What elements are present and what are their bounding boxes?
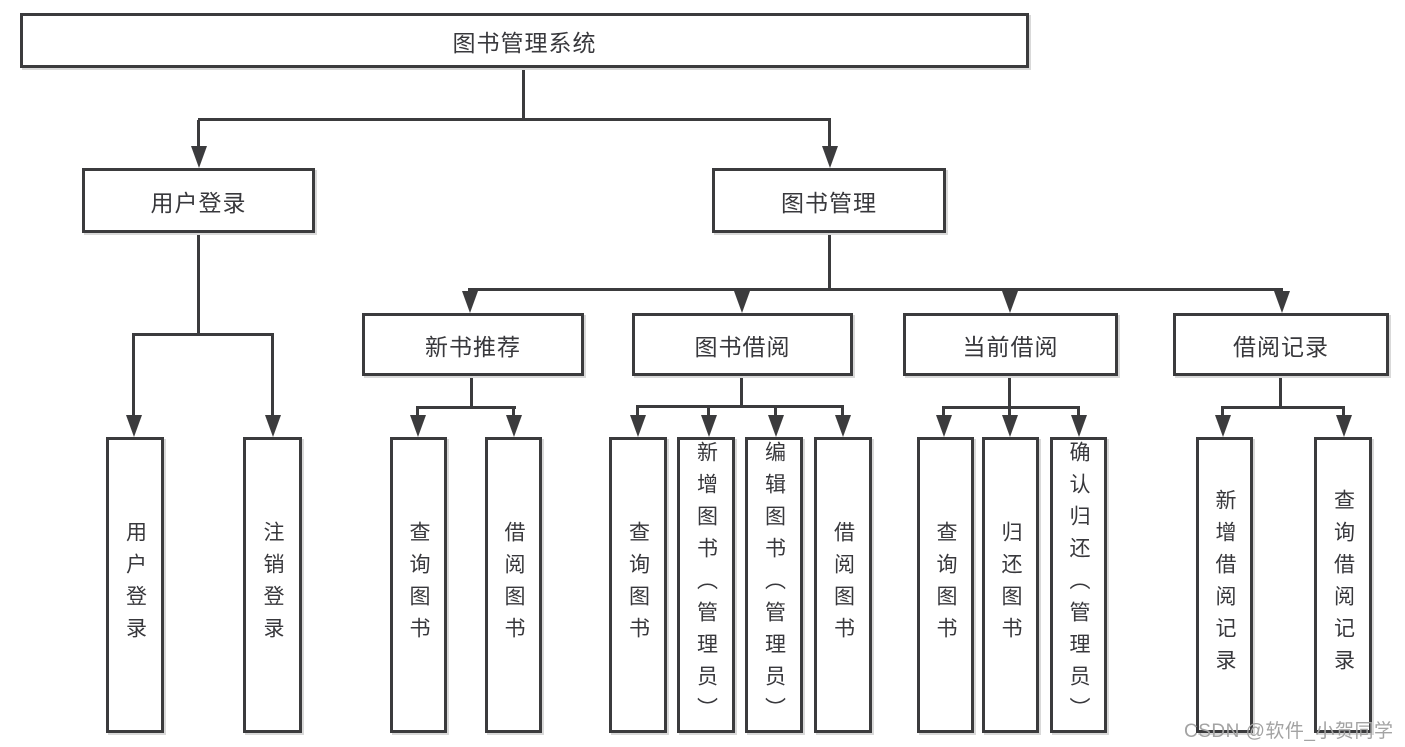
connector-line (512, 408, 515, 420)
connector-line (132, 335, 135, 423)
connector-line (841, 407, 844, 419)
node-query-book-1: 查询图书 (390, 437, 447, 733)
arrowhead-icon (191, 146, 207, 168)
node-new-book-recommend: 新书推荐 (362, 313, 584, 376)
csdn-watermark: CSDN @软件_小贺同学 (1184, 721, 1394, 742)
connector-line (271, 335, 274, 423)
node-label-add-borrow-record: 新增借阅记录 (1213, 489, 1236, 681)
node-add-borrow-record: 新增借阅记录 (1196, 437, 1253, 733)
node-label-user-login-leaf: 用户登录 (123, 521, 147, 649)
node-label-add-book: 新增图书（管理员） (694, 441, 718, 729)
node-label-logout-leaf: 注销登录 (261, 521, 284, 649)
node-current-borrow: 当前借阅 (903, 313, 1118, 376)
arrowhead-icon (1215, 415, 1231, 437)
arrowhead-icon (1336, 415, 1352, 437)
connector-line (828, 120, 831, 150)
node-label-borrow-records: 借阅记录 (1233, 333, 1329, 360)
node-label-user-login: 用户登录 (150, 189, 247, 216)
arrowhead-icon (1002, 415, 1018, 437)
connector-line (1008, 376, 1011, 409)
node-query-book-3: 查询图书 (917, 437, 974, 733)
arrowhead-icon (506, 415, 522, 437)
connector-line (740, 376, 743, 408)
node-label-book-mgmt: 图书管理 (781, 189, 877, 216)
connector-line (942, 408, 945, 420)
arrowhead-icon (936, 415, 952, 437)
connector-line (1221, 406, 1345, 409)
node-query-book-2: 查询图书 (609, 437, 667, 733)
node-user-login: 用户登录 (82, 168, 315, 233)
node-label-confirm-return: 确认归还（管理员） (1067, 441, 1090, 729)
node-borrow-book-2: 借阅图书 (814, 437, 872, 733)
arrowhead-icon (701, 415, 717, 437)
arrowhead-icon (1071, 415, 1087, 437)
arrowhead-icon (835, 415, 851, 437)
connector-line (942, 406, 1080, 409)
node-return-book: 归还图书 (982, 437, 1039, 733)
node-label-book-borrow: 图书借阅 (694, 333, 791, 360)
node-label-query-book-2: 查询图书 (626, 521, 650, 649)
connector-line (470, 376, 473, 409)
connector-line (198, 118, 831, 121)
arrowhead-icon (1002, 291, 1018, 313)
node-label-current-borrow: 当前借阅 (962, 333, 1059, 360)
connector-line (636, 407, 639, 419)
node-label-root: 图书管理系统 (452, 29, 597, 56)
arrowhead-icon (126, 415, 142, 437)
connector-line (1221, 408, 1224, 420)
node-label-query-book-3: 查询图书 (934, 521, 957, 649)
connector-line (828, 233, 831, 290)
connector-line (416, 406, 516, 409)
arrowhead-icon (822, 146, 838, 168)
connector-line (774, 407, 777, 419)
connector-line (416, 408, 419, 420)
node-book-borrow: 图书借阅 (632, 313, 853, 376)
arrowhead-icon (734, 291, 750, 313)
connector-line (132, 333, 274, 336)
arrowhead-icon (630, 415, 646, 437)
node-query-borrow-record: 查询借阅记录 (1314, 437, 1372, 733)
node-user-login-leaf: 用户登录 (106, 437, 164, 733)
connector-line (1008, 408, 1011, 420)
node-borrow-book-1: 借阅图书 (485, 437, 542, 733)
arrowhead-icon (410, 415, 426, 437)
arrowhead-icon (265, 415, 281, 437)
node-label-borrow-book-1: 借阅图书 (502, 521, 525, 649)
node-label-edit-book: 编辑图书（管理员） (762, 441, 786, 729)
node-label-new-book-recommend: 新书推荐 (425, 333, 521, 360)
node-borrow-records: 借阅记录 (1173, 313, 1389, 376)
node-logout-leaf: 注销登录 (243, 437, 302, 733)
connector-line (707, 407, 710, 419)
arrowhead-icon (1274, 291, 1290, 313)
node-confirm-return: 确认归还（管理员） (1050, 437, 1107, 733)
node-edit-book: 编辑图书（管理员） (745, 437, 803, 733)
connector-line (636, 405, 844, 408)
connector-line (197, 120, 200, 150)
connector-line (197, 233, 200, 336)
arrowhead-icon (462, 291, 478, 313)
node-root: 图书管理系统 (20, 13, 1029, 68)
node-label-query-borrow-record: 查询借阅记录 (1331, 489, 1355, 681)
node-label-return-book: 归还图书 (999, 521, 1022, 649)
connector-line (1342, 408, 1345, 420)
node-book-mgmt: 图书管理 (712, 168, 946, 233)
connector-line (522, 68, 525, 120)
arrowhead-icon (768, 415, 784, 437)
node-label-query-book-1: 查询图书 (407, 521, 430, 649)
connector-line (1279, 376, 1282, 409)
connector-line (468, 288, 1283, 291)
connector-line (1077, 408, 1080, 420)
node-label-borrow-book-2: 借阅图书 (831, 521, 855, 649)
node-add-book: 新增图书（管理员） (677, 437, 735, 733)
